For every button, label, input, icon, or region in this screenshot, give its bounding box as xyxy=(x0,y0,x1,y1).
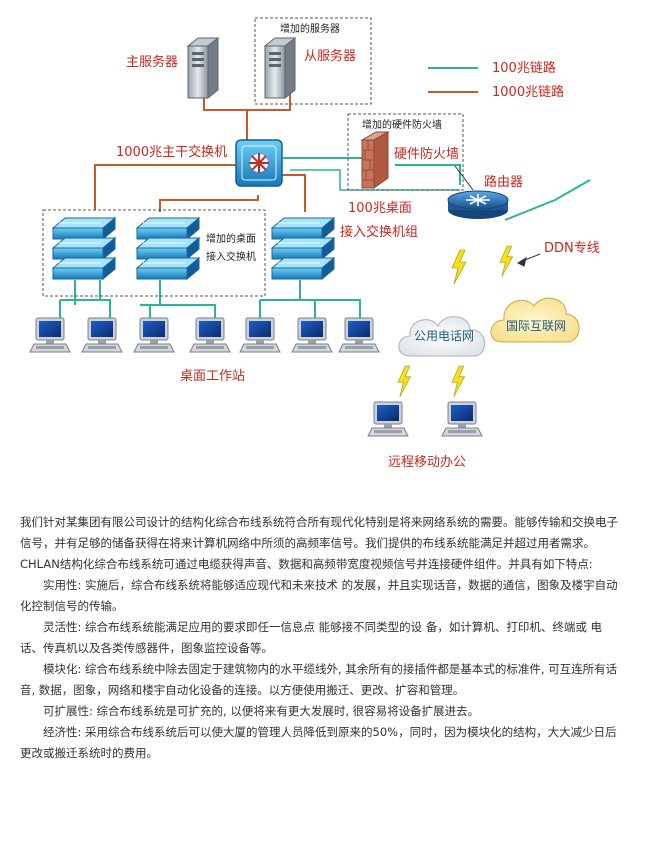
lightning-icon xyxy=(451,249,467,285)
paragraph-features-intro: CHLAN结构化综合布线系统可通过电缆获得声音、数据和高频带宽度视频信号并连接硬… xyxy=(20,557,593,571)
paragraph-intro: 我们针对某集团有限公司设计的结构化综合布线系统符合所有现代化特别是将来网络系统的… xyxy=(20,515,618,550)
remote-office-label: 远程移动办公 xyxy=(388,455,466,470)
desk-switch-100m-label: 100兆桌面 xyxy=(348,201,412,216)
main-server-label: 主服务器 xyxy=(126,54,178,70)
added-desk-switch-label-1: 增加的桌面 xyxy=(206,232,256,245)
access-switch-group-label: 接入交换机组 xyxy=(340,224,418,240)
firewall-icon xyxy=(360,131,390,189)
desktop-computers xyxy=(29,317,380,353)
added-server-box xyxy=(254,17,372,105)
lightning-icon xyxy=(499,245,513,277)
router-icon xyxy=(447,190,509,219)
paragraph-flexibility: 灵活性: 综合布线系统能满足应用的要求即任一信息点 能够接不同类型的设 备，如计… xyxy=(20,620,602,655)
desk-switch-stack-icon xyxy=(137,218,199,279)
network-topology-diagram: 100兆链路 1000兆链路 主服务器 增加的服务器 从服务器 1000兆主干交… xyxy=(29,17,600,470)
remote-computers xyxy=(367,401,483,437)
backbone-switch-icon xyxy=(235,139,283,187)
slave-server-label: 从服务器 xyxy=(304,48,356,64)
legend-1000m-label: 1000兆链路 xyxy=(492,84,564,100)
paragraph-practicality: 实用性: 实施后，综合布线系统将能够适应现代和未来技术 的发展，并且实现话音，数… xyxy=(20,578,618,613)
hardware-firewall-label: 硬件防火墙 xyxy=(394,146,459,162)
legend: 100兆链路 1000兆链路 xyxy=(428,60,564,100)
added-firewall-box-label: 增加的硬件防火墙 xyxy=(362,118,442,131)
desk-switch-stack-icon xyxy=(53,218,115,279)
callout-arrows xyxy=(454,165,541,267)
lightning-icon xyxy=(451,365,465,397)
added-desk-switch-box xyxy=(42,209,266,297)
internet-label: 国际互联网 xyxy=(506,319,566,333)
paragraph-economy: 经济性: 采用综合布线系统后可以使大厦的管理人员降低到原来的50%，同时，因为模… xyxy=(20,725,617,760)
paragraph-modularity: 模块化: 综合布线系统中除去固定于建筑物内的水平缆线外, 其余所有的接插件都是基… xyxy=(20,662,618,697)
slave-server-icon xyxy=(264,37,296,99)
added-firewall-box xyxy=(347,113,464,191)
router-label: 路由器 xyxy=(484,174,523,190)
article-body: 我们针对某集团有限公司设计的结构化综合布线系统符合所有现代化特别是将来网络系统的… xyxy=(20,512,620,764)
ddn-label: DDN专线 xyxy=(544,241,600,256)
internet-cloud-icon xyxy=(490,297,580,343)
added-desk-switch-label-2: 接入交换机 xyxy=(206,250,256,263)
desktop-workstation-label: 桌面工作站 xyxy=(180,369,245,384)
pstn-label: 公用电话网 xyxy=(414,329,474,343)
network-links xyxy=(59,88,591,318)
added-server-box-label: 增加的服务器 xyxy=(280,22,340,35)
desk-switch-stack-icon xyxy=(272,218,334,279)
main-server-icon xyxy=(187,37,219,99)
lightning-icon xyxy=(397,365,411,397)
backbone-switch-label: 1000兆主干交换机 xyxy=(116,144,227,160)
legend-100m-label: 100兆链路 xyxy=(492,60,556,76)
paragraph-scalability: 可扩展性: 综合布线系统是可扩充的, 以便将来有更大发展时, 很容易将设备扩展进… xyxy=(43,704,480,718)
pstn-cloud-icon xyxy=(398,316,485,357)
